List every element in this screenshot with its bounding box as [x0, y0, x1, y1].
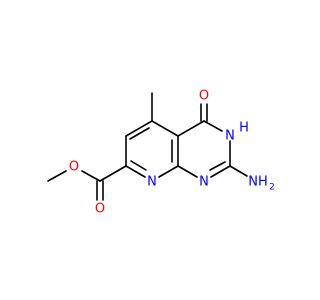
ester-single-oxygen-label: O: [69, 160, 79, 175]
molecule-structure: O N H NH 2 N N O O: [47, 89, 275, 217]
bonds: [47, 92, 248, 201]
bond-c4-n3: [203, 120, 223, 132]
bond-n8-c8a: [158, 165, 179, 178]
bond-c7-ester: [99, 165, 127, 182]
bond-ester-o: [81, 170, 101, 182]
bond-c7-n8: [125, 165, 146, 178]
ring-nh-hydrogen-label: H: [239, 121, 249, 136]
amino-subscript-label: 2: [269, 183, 275, 193]
amino-nh-label: NH: [248, 175, 268, 190]
bond-n1-c8a: [177, 165, 198, 178]
bond-c2-n1-double: [209, 161, 226, 171]
atom-labels: O N H NH 2 N N O O: [69, 89, 275, 217]
bond-c5-c6: [125, 120, 153, 137]
bond-c2-n1: [210, 165, 231, 178]
bond-c2-nh2: [229, 165, 248, 177]
bond-c7-n8-double: [130, 160, 147, 171]
ring-nh-nitrogen-label: N: [225, 129, 235, 144]
ketone-oxygen-label: O: [199, 89, 209, 104]
ester-carbonyl-oxygen-label: O: [95, 202, 105, 217]
bond-c5-c6-double: [129, 127, 150, 140]
molecule-canvas: O N H NH 2 N N O O: [47, 89, 275, 217]
bond-c4a-c4: [177, 120, 205, 137]
pyrimidine-nitrogen-label: N: [199, 175, 209, 190]
bond-c5-c4a: [151, 120, 179, 137]
bond-o-methyl: [47, 170, 67, 182]
pyridine-nitrogen-label: N: [147, 175, 157, 190]
